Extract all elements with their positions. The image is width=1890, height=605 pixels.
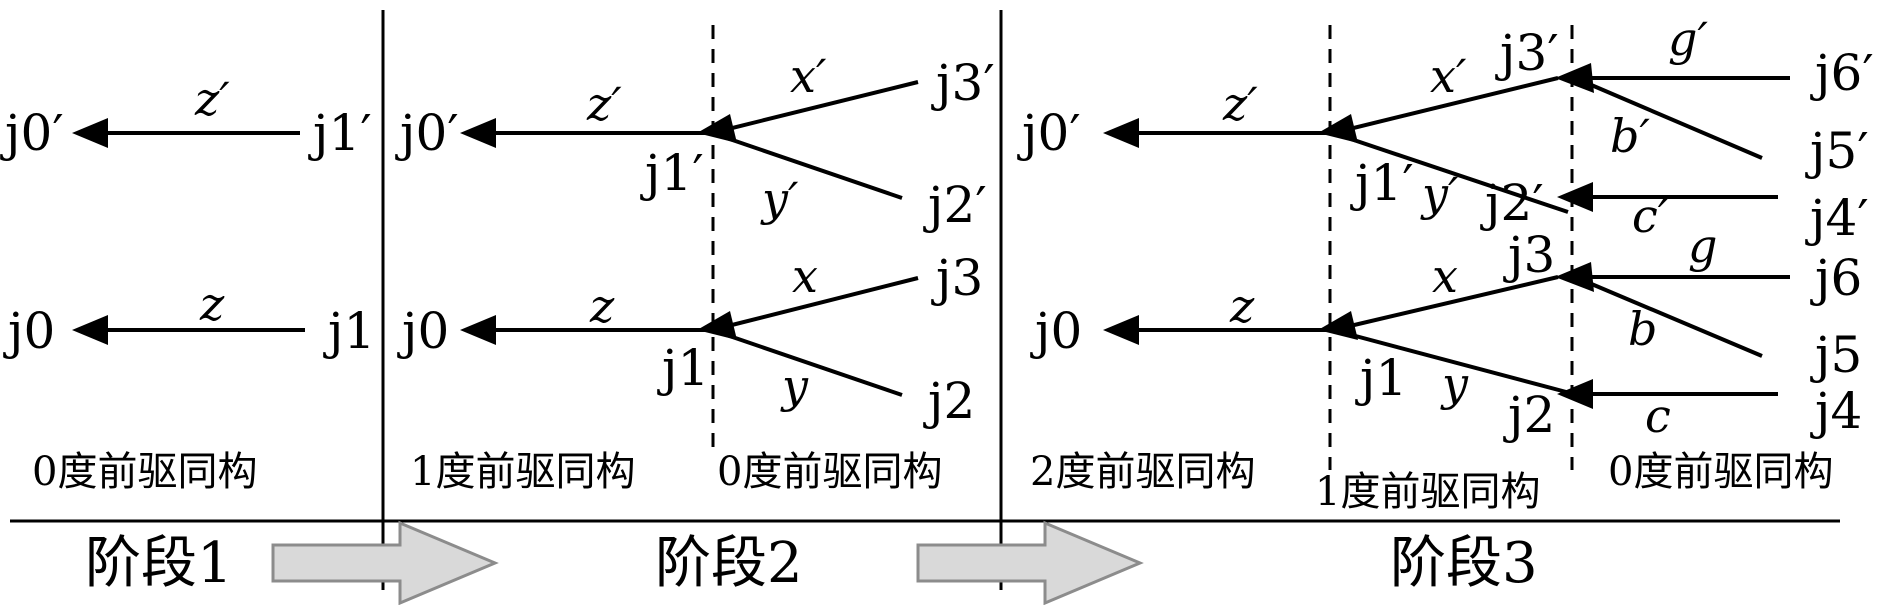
edge-label-z-s2: z [589, 279, 615, 333]
edge-y-prime-s3 [1332, 131, 1569, 214]
node-j4-s3: j4 [1810, 382, 1862, 440]
caption-s3a: 2度前驱同构 [1030, 449, 1255, 495]
arrowhead-icon [1555, 262, 1594, 292]
node-j3-prime-s3: j3′ [1495, 24, 1559, 82]
caption-s3c: 0度前驱同构 [1608, 449, 1833, 495]
edge-y-prime-s2 [711, 131, 903, 200]
node-j4-prime-s3: j4′ [1805, 189, 1869, 247]
arrowhead-icon [72, 315, 108, 345]
node-j0-prime-s2: j0′ [395, 104, 459, 162]
edge-b-prime-s3 [1574, 76, 1763, 160]
node-j0-s3: j0 [1030, 302, 1082, 360]
node-j3-s3: j3 [1503, 226, 1555, 284]
edge-label-z-s3: z [1229, 279, 1255, 333]
edge-x-s2 [711, 276, 919, 332]
edge-y-s2 [711, 328, 903, 397]
caption-s3b: 1度前驱同构 [1315, 469, 1540, 515]
edge-label-x-prime-s2: x′ [790, 49, 827, 103]
edge-x-s3 [1332, 275, 1559, 332]
arrowhead-icon [1555, 63, 1594, 93]
stage-arrow-2 [916, 520, 1144, 605]
node-j2-prime-s2: j2′ [923, 176, 987, 234]
edge-x-prime-s2 [711, 80, 919, 135]
edge-label-y-s2: y [780, 359, 809, 413]
edge-b-s3 [1574, 275, 1763, 358]
node-j5-prime-s3: j5′ [1805, 122, 1869, 180]
arrowhead-icon [460, 118, 496, 148]
node-j6-prime-s3: j6′ [1810, 44, 1874, 102]
edge-label-z-prime-s2: z′ [586, 77, 622, 131]
arrowhead-icon [697, 311, 737, 340]
arrowhead-icon [1557, 182, 1593, 212]
node-j2-s2: j2 [923, 372, 975, 430]
edge-label-y-s3: y [1440, 357, 1469, 411]
edge-label-y-prime-s3: y′ [1420, 167, 1459, 221]
edge-label-b-prime-s3: b′ [1610, 109, 1650, 163]
edge-label-z-prime-s1: z′ [194, 72, 230, 126]
caption-s2a: 1度前驱同构 [410, 449, 635, 495]
caption-s1: 0度前驱同构 [32, 449, 257, 495]
edge-label-x-s2: x [792, 249, 818, 303]
node-j2-prime-s3: j2′ [1480, 174, 1544, 232]
arrowhead-icon [697, 114, 737, 143]
node-j0-s2: j0 [397, 302, 449, 360]
arrowhead-icon [1318, 114, 1358, 143]
stage-label-2: 阶段2 [655, 531, 803, 596]
edge-y-s3 [1332, 328, 1571, 395]
edge-label-y-prime-s2: y′ [760, 172, 799, 226]
arrowhead-icon [1103, 118, 1139, 148]
stage-1: j0′ j1′ j0 j1 z′ z 0度前驱同构 [0, 72, 375, 495]
node-j6-s3: j6 [1810, 249, 1862, 307]
node-j1-s3: j1 [1355, 349, 1407, 407]
edge-label-g-prime-s3: g′ [1668, 12, 1708, 66]
arrowhead-icon [1557, 379, 1593, 409]
node-j0-s1: j0 [3, 302, 55, 360]
edge-label-z-prime-s3: z′ [1222, 77, 1258, 131]
node-j1-s2: j1 [657, 339, 709, 397]
stage-label-3: 阶段3 [1390, 531, 1538, 596]
node-j3-s2: j3 [931, 249, 983, 307]
node-j0-prime-s1: j0′ [0, 104, 64, 162]
edge-label-c-prime-s3: c′ [1632, 189, 1669, 243]
stage-arrow-1 [271, 520, 499, 605]
node-j1-prime-s1: j1′ [308, 104, 372, 162]
node-j0-prime-s3: j0′ [1017, 104, 1081, 162]
edge-label-z-s1: z [199, 277, 225, 331]
edge-label-x-s3: x [1432, 249, 1458, 303]
stage-2: j0′ j1′ j3′ j2′ j0 j1 j3 j2 z′ x′ y′ z x… [395, 49, 995, 495]
arrowhead-icon [1103, 315, 1139, 345]
arrowhead-icon [72, 118, 108, 148]
edge-label-c-s3: c [1645, 389, 1671, 443]
node-j5-s3: j5 [1810, 326, 1862, 384]
caption-s2b: 0度前驱同构 [717, 449, 942, 495]
stage-3: j0′ j1′ j3′ j2′ j6′ j5′ j4′ j0 j1 j3 j2 … [1017, 12, 1874, 515]
node-j1-s1: j1 [323, 302, 375, 360]
node-j3-prime-s2: j3′ [931, 54, 995, 112]
arrowhead-icon [1318, 311, 1358, 340]
edge-x-prime-s3 [1332, 76, 1559, 135]
node-j2-s3: j2 [1503, 386, 1555, 444]
edge-label-b-s3: b [1628, 302, 1657, 356]
node-j1-prime-s2: j1′ [640, 144, 704, 202]
edge-label-g-s3: g [1688, 219, 1717, 273]
stage-label-1: 阶段1 [85, 531, 233, 596]
arrowhead-icon [460, 315, 496, 345]
edge-label-x-prime-s3: x′ [1430, 49, 1467, 103]
node-j1-prime-s3: j1′ [1350, 154, 1414, 212]
